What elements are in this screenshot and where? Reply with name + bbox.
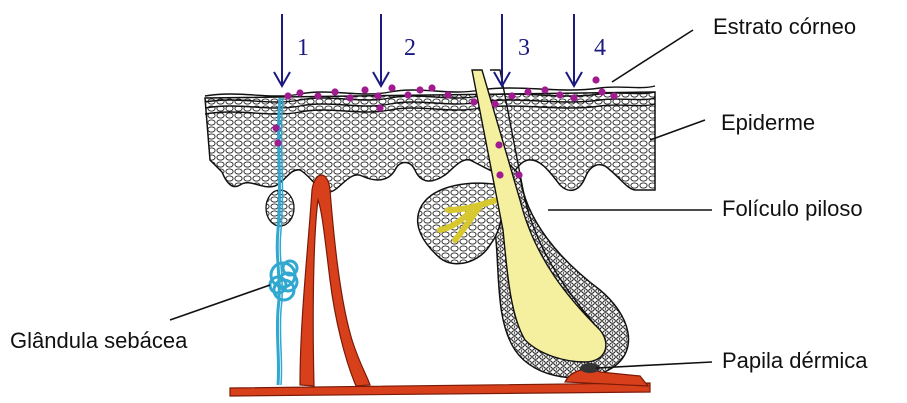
route-number-1: 1: [297, 36, 309, 60]
pointer-estrato-corneo: [612, 30, 693, 82]
penetrant-particle: [515, 171, 522, 178]
penetrant-particle: [284, 92, 291, 99]
penetrant-particle: [570, 94, 577, 101]
penetrant-particle: [541, 86, 548, 93]
route-number-3: 3: [518, 36, 530, 60]
penetrant-particle: [272, 124, 279, 131]
penetrant-particle: [610, 92, 617, 99]
pointer-glandula-sebacea: [170, 285, 270, 320]
penetrant-particle: [416, 86, 423, 93]
penetrant-particle: [508, 92, 515, 99]
penetrant-particle: [331, 88, 338, 95]
label-papila-dermica: Papila dérmica: [722, 350, 868, 372]
route-number-4: 4: [594, 36, 606, 60]
penetrant-particle: [274, 139, 281, 146]
penetrant-particle: [346, 94, 353, 101]
penetrant-particle: [491, 100, 498, 107]
penetrant-particle: [444, 91, 451, 98]
label-epiderme: Epiderme: [721, 112, 815, 134]
penetrant-particle: [404, 91, 411, 98]
penetrant-particle: [428, 84, 435, 91]
penetrant-particle: [388, 84, 395, 91]
label-estrato-corneo: Estrato córneo: [713, 16, 856, 38]
penetrant-particle: [296, 89, 303, 96]
penetrant-particle: [592, 76, 599, 83]
penetrant-particle: [496, 171, 503, 178]
penetrant-particle: [598, 88, 605, 95]
penetrant-particle: [376, 104, 383, 111]
penetrant-particle: [524, 88, 531, 95]
route-number-2: 2: [404, 36, 416, 60]
penetrant-particle: [470, 98, 477, 105]
pointer-epiderme: [650, 120, 705, 140]
penetrant-particle: [374, 92, 381, 99]
penetrant-particle: [314, 92, 321, 99]
pointer-papila-dermica: [596, 362, 712, 368]
label-glandula-sebacea: Glândula sebácea: [10, 330, 187, 352]
penetrant-particle: [361, 86, 368, 93]
penetrant-particle: [556, 91, 563, 98]
label-foliculo-piloso: Folículo piloso: [722, 198, 863, 220]
penetrant-particle: [495, 141, 502, 148]
